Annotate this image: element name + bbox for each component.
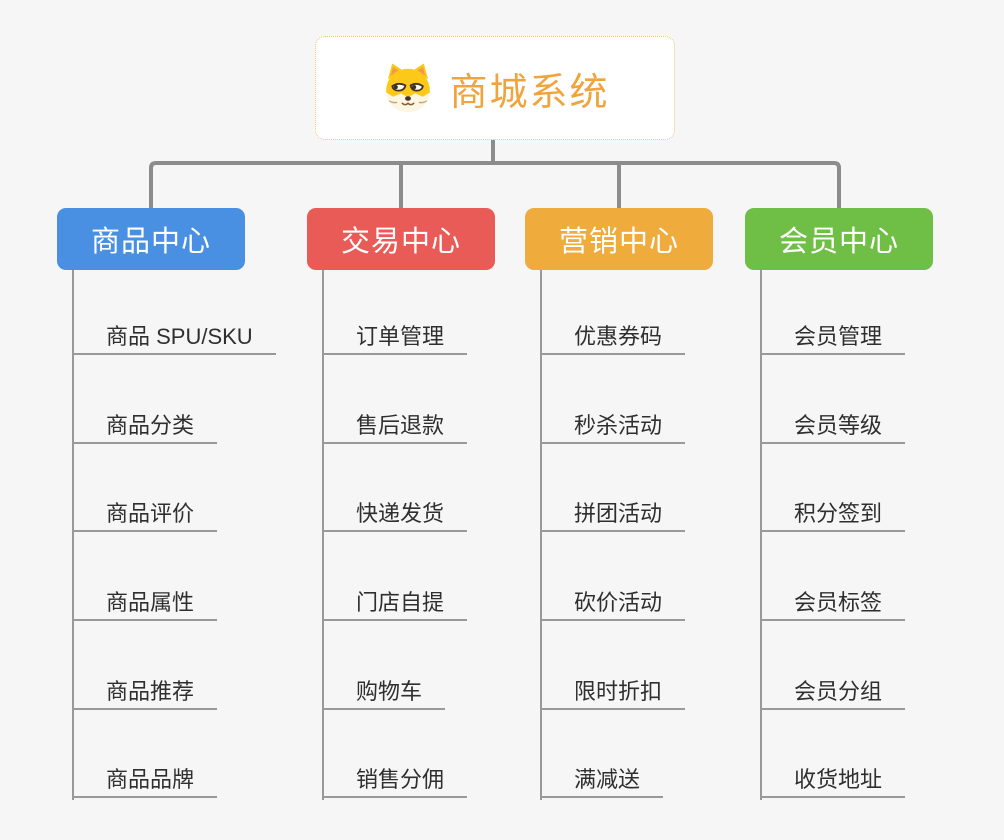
leaf-node[interactable]: 优惠券码 [541,320,686,355]
leaf-node[interactable]: 商品评价 [73,497,218,532]
branch-marketing-center: 营销中心 优惠券码 秒杀活动 拼团活动 砍价活动 限时折扣 满减送 [525,208,775,818]
leaf-node[interactable]: 砍价活动 [541,586,686,621]
branch-member-center: 会员中心 会员管理 会员等级 积分签到 会员标签 会员分组 收货地址 [745,208,995,818]
leaf-node[interactable]: 门店自提 [323,586,468,621]
leaf-node[interactable]: 限时折扣 [541,675,686,710]
shiba-dog-icon [386,63,431,113]
branch-spine [322,270,324,800]
branch-trade-center: 交易中心 订单管理 售后退款 快递发货 门店自提 购物车 销售分佣 [307,208,557,818]
leaf-node[interactable]: 会员分组 [761,675,906,710]
leaf-node[interactable]: 收货地址 [761,763,906,798]
leaf-node[interactable]: 会员等级 [761,409,906,444]
dog-mouth [402,102,415,106]
branch-spine [540,270,542,800]
root-node[interactable]: 商城系统 [315,36,675,140]
leaf-node[interactable]: 订单管理 [323,320,468,355]
leaf-node[interactable]: 商品推荐 [73,675,218,710]
dog-nose [405,96,412,101]
leaf-node[interactable]: 秒杀活动 [541,409,686,444]
leaf-node[interactable]: 销售分佣 [323,763,468,798]
leaf-node[interactable]: 快递发货 [323,497,468,532]
leaf-node[interactable]: 商品分类 [73,409,218,444]
branch-node-marketing-center[interactable]: 营销中心 [525,208,713,270]
leaf-node[interactable]: 拼团活动 [541,497,686,532]
branch-product-center: 商品中心 商品 SPU/SKU 商品分类 商品评价 商品属性 商品推荐 商品品牌 [57,208,307,818]
leaf-node[interactable]: 商品品牌 [73,763,218,798]
root-title: 商城系统 [449,71,610,114]
leaf-node[interactable]: 积分签到 [761,497,906,532]
branch-spine [72,270,74,800]
leaf-node[interactable]: 会员标签 [761,586,906,621]
branch-spine [760,270,762,800]
leaf-node[interactable]: 购物车 [323,675,446,710]
branch-node-product-center[interactable]: 商品中心 [57,208,245,270]
branch-node-member-center[interactable]: 会员中心 [745,208,933,270]
leaf-node[interactable]: 满减送 [541,763,664,798]
leaf-node[interactable]: 商品 SPU/SKU [73,320,276,355]
dog-eyes [391,82,425,92]
leaf-node[interactable]: 商品属性 [73,586,218,621]
connector-path [149,140,841,209]
leaf-node[interactable]: 售后退款 [323,409,468,444]
leaf-node[interactable]: 会员管理 [761,320,906,355]
branch-node-trade-center[interactable]: 交易中心 [307,208,495,270]
